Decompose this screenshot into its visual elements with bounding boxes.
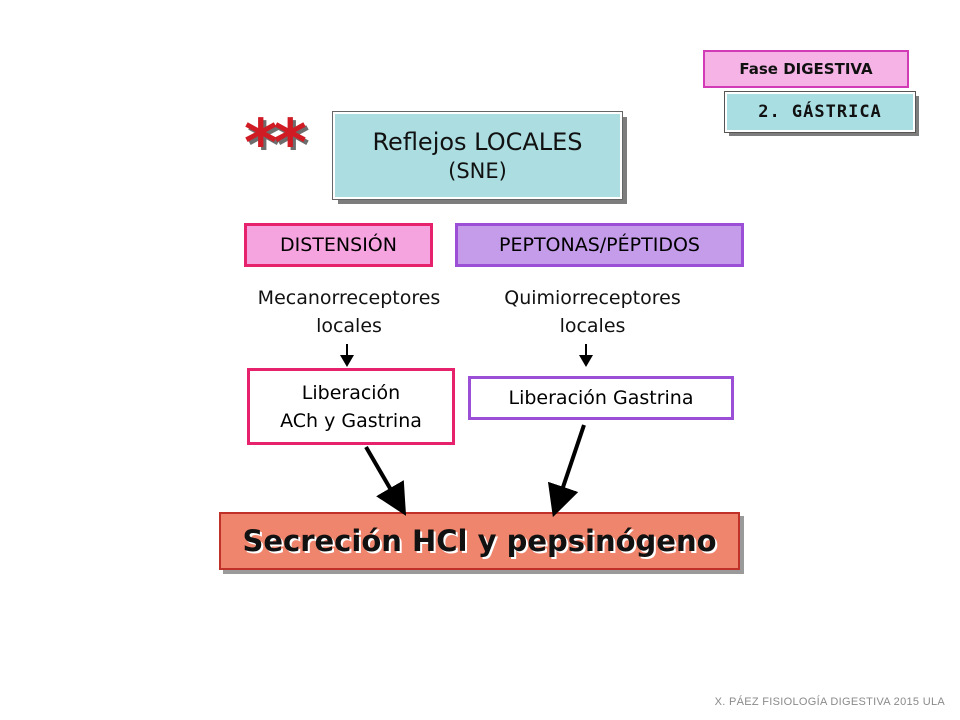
release-gastrin-box: Liberación Gastrina <box>468 376 734 420</box>
chemoreceptors-line1: Quimiorreceptores <box>504 287 681 309</box>
reflejos-box: Reflejos LOCALES (SNE) <box>332 111 623 200</box>
mechanoreceptors-line1: Mecanorreceptores <box>257 287 441 309</box>
arrow-chemo-to-release <box>579 344 593 367</box>
phase-badge: Fase DIGESTIVA <box>703 50 909 88</box>
release-ach-line2: ACh y Gastrina <box>280 409 422 432</box>
arrow-gastrin-to-secretion <box>547 424 586 518</box>
stimulus-distension-box: DISTENSIÓN <box>244 223 433 267</box>
stimulus-peptonas-box: PEPTONAS/PÉPTIDOS <box>455 223 744 267</box>
mechanoreceptors-label: Mecanorreceptores locales <box>234 284 464 340</box>
release-ach-line1: Liberación <box>301 381 401 404</box>
reflejos-subtitle: (SNE) <box>448 158 507 183</box>
arrow-mechano-to-release <box>340 344 354 367</box>
asterisk-marker: ** <box>244 107 307 181</box>
release-ach-gastrin-box: Liberación ACh y Gastrina <box>247 368 455 445</box>
reflejos-title: Reflejos LOCALES <box>372 127 583 156</box>
arrow-ach-to-secretion <box>364 445 407 516</box>
phase-sub-badge: 2. GÁSTRICA <box>724 91 916 133</box>
chemoreceptors-label: Quimiorreceptores locales <box>480 284 705 340</box>
chemoreceptors-line2: locales <box>559 315 626 337</box>
secretion-result-box: Secreción HCl y pepsinógeno <box>219 512 740 570</box>
mechanoreceptors-line2: locales <box>316 315 382 337</box>
footer-credit: X. PÁEZ FISIOLOGÍA DIGESTIVA 2015 ULA <box>714 696 945 708</box>
